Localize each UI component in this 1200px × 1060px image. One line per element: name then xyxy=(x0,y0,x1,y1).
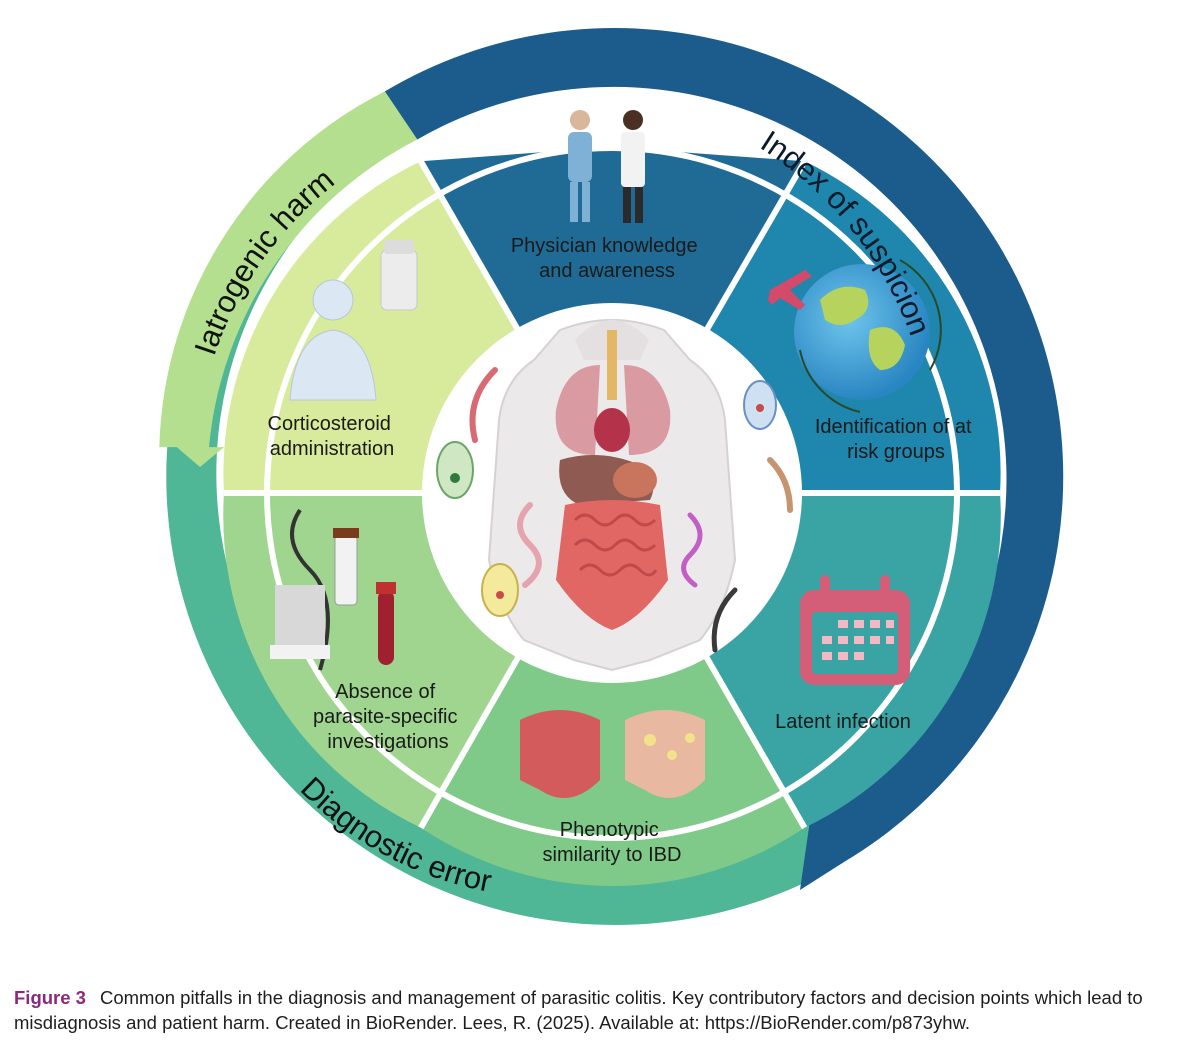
lab-equipment-icon xyxy=(270,508,396,671)
worm-icon xyxy=(681,512,703,588)
segment-label-risk: Identification of at risk groups xyxy=(815,416,977,463)
segment-label-phenotypic: Phenotypic similarity to IBD xyxy=(543,819,682,866)
colon-icon xyxy=(520,710,705,798)
caption-text: Common pitfalls in the diagnosis and man… xyxy=(14,987,1143,1033)
protozoa-icon xyxy=(436,441,474,499)
calendar-icon xyxy=(800,575,910,685)
worm-icon xyxy=(711,587,738,653)
protozoa-icon xyxy=(481,563,519,617)
iatrogenic-harm-ring xyxy=(159,91,418,468)
segment-label-absence: Absence of parasite-specific investigati… xyxy=(313,681,463,753)
wedge-phenotypic xyxy=(420,493,805,886)
figure-label: Figure 3 xyxy=(14,987,86,1008)
worm-icon xyxy=(469,367,498,443)
segment-label-latent: Latent infection xyxy=(775,711,911,733)
globe-icon xyxy=(794,259,942,413)
segment-label-physician: Physician knowledge and awareness xyxy=(511,235,703,282)
worm-icon xyxy=(767,457,793,513)
doctor-figures-icon xyxy=(568,110,645,223)
torso-outline-icon xyxy=(289,279,377,401)
central-body-illustration xyxy=(422,303,802,683)
pitfalls-diagram: Physician knowledge and awareness Identi… xyxy=(159,28,1064,925)
segment-label-cortico: Corticosteroid administration xyxy=(268,413,397,460)
human-torso-icon xyxy=(487,319,737,672)
airplane-icon xyxy=(768,270,812,310)
worm-icon xyxy=(517,502,542,588)
index-of-suspicion-ring xyxy=(384,28,1064,891)
pill-bottle-icon xyxy=(380,240,418,311)
